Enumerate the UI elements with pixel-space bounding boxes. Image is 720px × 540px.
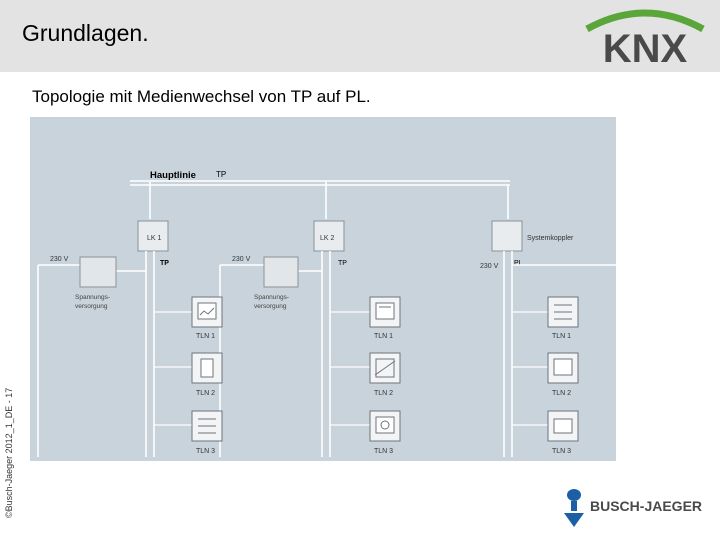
participant-label: TLN 2 bbox=[552, 390, 571, 397]
coupler-1-label: LK 1 bbox=[147, 235, 162, 242]
thermostat-icon bbox=[191, 296, 223, 328]
participant-label: TLN 3 bbox=[196, 448, 215, 455]
switch-actuator-icon bbox=[191, 410, 223, 442]
diagram-background bbox=[30, 117, 616, 461]
thermostat-icon bbox=[547, 352, 579, 384]
system-coupler bbox=[491, 220, 523, 252]
medium-label-3: PL bbox=[514, 260, 523, 267]
participant-label: TLN 1 bbox=[552, 333, 571, 340]
main-line-label: Hauptlinie bbox=[150, 170, 196, 181]
line-3-wires bbox=[503, 251, 616, 457]
topology-diagram: Hauptlinie TP LK 1 LK 2 Systemkoppler TP… bbox=[30, 117, 616, 461]
slide-subtitle: Topologie mit Medienwechsel von TP auf P… bbox=[32, 87, 371, 106]
switch-actuator-icon bbox=[547, 296, 579, 328]
participant-label: TLN 2 bbox=[374, 390, 393, 397]
slide-header bbox=[0, 0, 720, 72]
knx-logo-arc bbox=[585, 9, 705, 33]
busch-jaeger-logo-text: BUSCH-JAEGER bbox=[590, 498, 702, 514]
voltage-label-2: 230 V bbox=[232, 256, 251, 263]
power-supply-2-label-a: Spannungs- bbox=[254, 294, 289, 301]
participant-label: TLN 1 bbox=[374, 333, 393, 340]
power-supply-2 bbox=[263, 256, 299, 288]
participant-label: TLN 3 bbox=[374, 448, 393, 455]
busch-jaeger-emblem-icon bbox=[564, 489, 584, 527]
power-supply-1 bbox=[79, 256, 117, 288]
coupler-1 bbox=[137, 220, 169, 252]
medium-label-1: TP bbox=[160, 260, 169, 267]
knx-logo: KNX bbox=[585, 9, 705, 69]
copyright-note: ©Busch-Jaeger 2012_1_DE - 17 bbox=[4, 387, 14, 518]
participant-label: TLN 3 bbox=[552, 448, 571, 455]
voltage-label-1: 230 V bbox=[50, 256, 69, 263]
coupler-2-label: LK 2 bbox=[320, 235, 335, 242]
control-panel-icon bbox=[369, 296, 401, 328]
main-line-wires bbox=[130, 180, 510, 219]
power-supply-2-label-b: versorgung bbox=[254, 303, 287, 310]
dimmer-icon bbox=[369, 352, 401, 384]
busch-jaeger-logo: BUSCH-JAEGER bbox=[564, 489, 702, 527]
line-1-wires bbox=[37, 251, 155, 457]
participant-label: TLN 2 bbox=[196, 390, 215, 397]
branch-lines bbox=[154, 311, 548, 426]
binary-input-icon bbox=[191, 352, 223, 384]
system-coupler-label: Systemkoppler bbox=[527, 235, 574, 242]
participant-label: TLN 1 bbox=[196, 333, 215, 340]
power-supply-1-label-a: Spannungs- bbox=[75, 294, 110, 301]
thermostat-icon bbox=[369, 410, 401, 442]
slide-title: Grundlagen. bbox=[22, 20, 149, 46]
coupler-2 bbox=[313, 220, 345, 252]
medium-label-2: TP bbox=[338, 260, 347, 267]
knx-logo-text: KNX bbox=[603, 27, 688, 69]
voltage-label-3: 230 V bbox=[480, 263, 499, 270]
binary-input-icon bbox=[547, 410, 579, 442]
power-supply-1-label-b: versorgung bbox=[75, 303, 108, 310]
main-line-medium: TP bbox=[216, 170, 226, 179]
